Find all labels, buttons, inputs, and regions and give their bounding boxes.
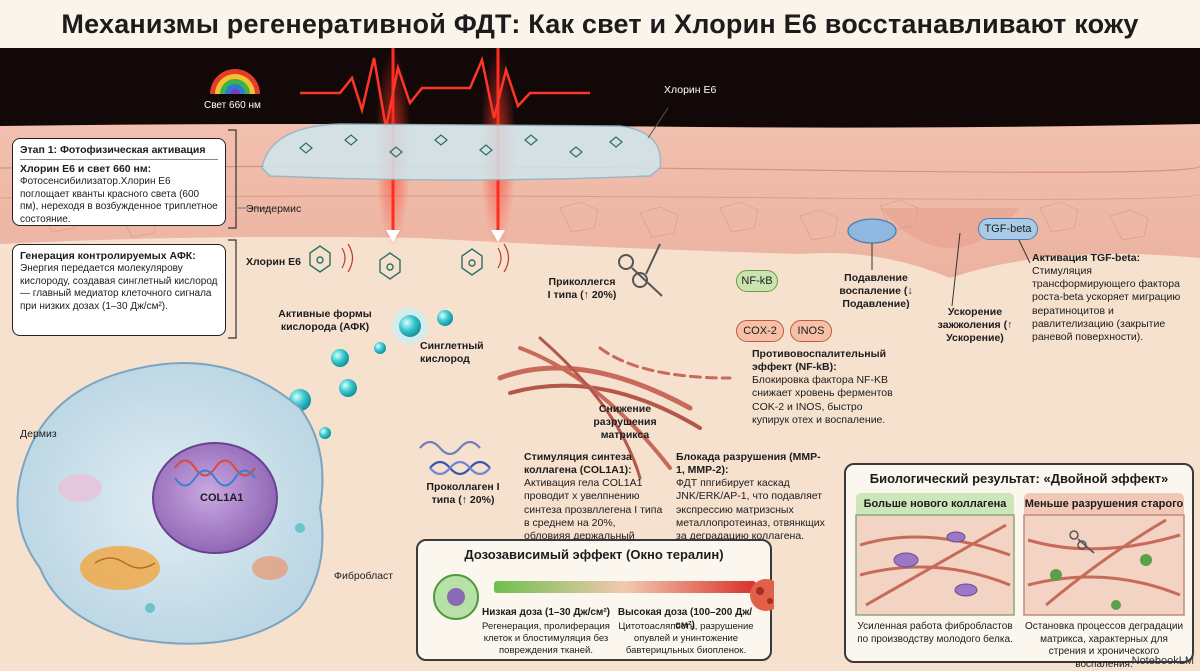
result-title: Биологический результат: «Двойной эффект… <box>869 471 1169 486</box>
dose-high-text: Цитотоасляпость, разрушение опувлей и ун… <box>618 621 754 656</box>
matrix-label: Снижение разрушения матрикса <box>593 403 657 442</box>
mmp-text: ФДТ ппгибирует каскад JNK/ERK/AP-1, что … <box>676 477 825 542</box>
diagram-scene: Свет 660 нм Хлорин Е6 Этап 1: Фотофизиче… <box>0 48 1200 670</box>
chlorin-mid-label: Хлорин Е6 <box>246 256 301 268</box>
stage1-text: Фотосенсибилизатор.Хлорин Е6 поглощает к… <box>20 176 218 225</box>
tgf-block: Активация TGF-beta: Стимуляция трансформ… <box>1032 252 1192 344</box>
dose-title: Дозозависимый эффект (Окно тералин) <box>464 547 724 562</box>
dose-high-heading: Высокая доза (100–200 Дж/см²) <box>617 607 753 631</box>
dose-low-heading: Низкая доза (1–30 Дж/см²) <box>482 607 610 618</box>
page-title: Механизмы регенеративной ФДТ: Как свет и… <box>0 0 1200 48</box>
synthesis-block: Стимуляция синтеза коллагена (COL1A1): А… <box>524 451 664 556</box>
ros-particles <box>277 308 453 441</box>
tgf-receptor <box>847 218 897 244</box>
tgf-text: Стимуляция трансформирующего фактора рос… <box>1032 265 1181 343</box>
afk-heading: Генерация контролируемых АФК: <box>20 250 196 262</box>
ros-label: Активные формы кислорода (АФК) <box>278 308 372 334</box>
synthesis-text: Активация гела COL1A1 проводит х увелпне… <box>524 477 663 555</box>
tgf-heading: Активация TGF-beta: <box>1032 252 1141 264</box>
scissors-icon <box>618 243 663 297</box>
light-spectrum-icon <box>210 69 260 94</box>
anti-inflam-block: Противовоспалительный эффект (NF-kB): Бл… <box>752 348 902 427</box>
dose-panel: Дозозависимый эффект (Окно тералин) Низк… <box>416 539 774 661</box>
singlet-label: Синглетный кислород <box>420 340 484 366</box>
result-left-title: Больше нового коллагена <box>856 493 1014 515</box>
inos-pill: INOS <box>790 320 832 342</box>
result-right-title: Меньше разрушения старого <box>1024 493 1184 515</box>
collagen-fibers <box>497 336 732 480</box>
diagram-artwork <box>0 48 1200 645</box>
collagen-label: Приколлегся I типа (↑ 20%) <box>547 276 617 302</box>
suppression-label: Подавление воспаление (↓ Подавление) <box>839 272 913 311</box>
result-left-caption: Усиленная работа фибробластов по произво… <box>857 621 1013 645</box>
anti-inflam-text: Блокировка фактора NF-KB снижает хровень… <box>752 374 893 426</box>
result-panel: Биологический результат: «Двойной эффект… <box>844 463 1194 670</box>
dose-low-text: Регенерация, пролиферация клеток и блост… <box>482 621 610 656</box>
healing-label: Ускорение зажжоления (↑ Ускорение) <box>937 306 1013 345</box>
synthesis-heading: Стимуляция синтеза коллагена (COL1A1): <box>524 451 632 477</box>
dark-band <box>0 48 1200 136</box>
stage1-subheading: Хлорин Е6 и свет 660 нм: <box>20 163 152 176</box>
cox-pill: COX-2 <box>736 320 784 342</box>
chlorin-molecules <box>309 245 483 280</box>
mmp-block: Блокада разрушения (MMP-1, MMP-2): ФДТ п… <box>676 451 826 543</box>
mmp-heading: Блокада разрушения (MMP-1, MMP-2): <box>676 451 821 477</box>
afk-box: Генерация контролируемых АФК: Энергия пе… <box>12 244 226 336</box>
result-right-caption: Остановка процессов деградации матрикса,… <box>1024 621 1184 670</box>
dose-graphics <box>433 574 774 620</box>
result-graphics <box>855 514 1185 616</box>
afk-text: Энергия передается молекулярову кислород… <box>20 263 218 312</box>
stage1-heading: Этап 1: Фотофизическая активация <box>20 144 218 161</box>
nfkb-pill: NF-kB <box>736 270 778 292</box>
fibroblast-cell <box>16 362 324 645</box>
brand-label: NotebookLM <box>1131 655 1194 667</box>
light-label: Свет 660 нм <box>204 100 261 111</box>
chlorin-top-label: Хлорин Е6 <box>664 84 717 96</box>
tgf-pill: TGF-beta <box>978 218 1038 240</box>
procollagen-label: Проколлаген I типа (↑ 20%) <box>426 481 500 507</box>
chlorin-gel-patch <box>261 107 669 181</box>
fibroblast-label: Фибробласт <box>334 570 394 582</box>
procollagen-helix <box>419 440 491 476</box>
nucleus-label: COL1A1 <box>200 492 244 504</box>
dermis-label: Дермиз <box>20 428 57 440</box>
stage1-box: Этап 1: Фотофизическая активация Хлорин … <box>12 138 226 226</box>
epidermis-label: Эпидермис <box>246 203 302 215</box>
anti-inflam-heading: Противовоспалительный эффект (NF-kB): <box>752 348 887 374</box>
